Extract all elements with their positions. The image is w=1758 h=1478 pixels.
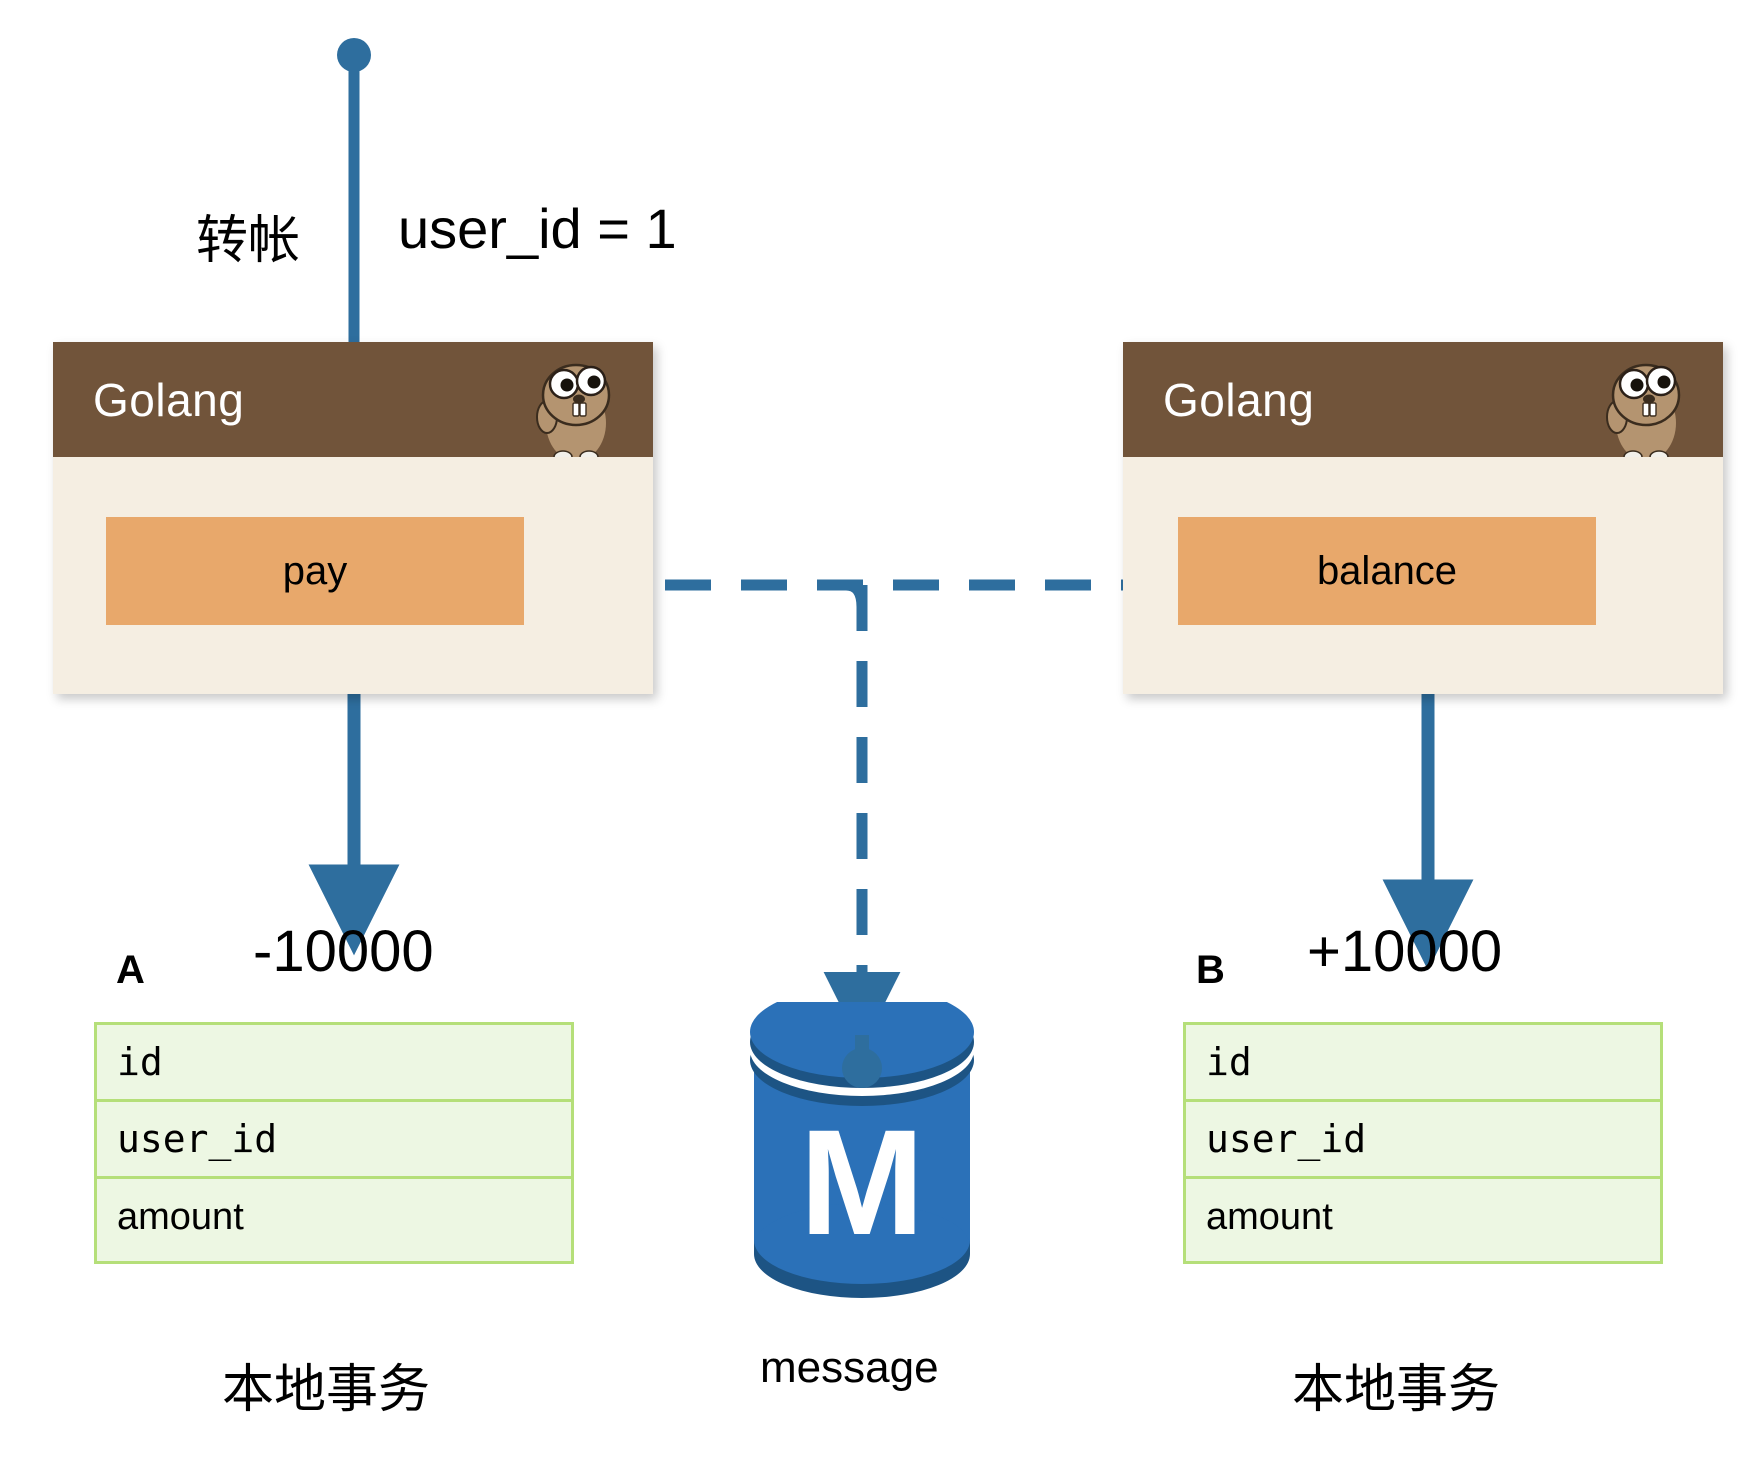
transfer-label: 转帐: [196, 212, 301, 270]
table-row: amount: [117, 1196, 244, 1238]
table-a: id user_id amount: [94, 1022, 574, 1264]
table-row: id: [1186, 1025, 1660, 1102]
queue-caption: message: [760, 1343, 939, 1392]
service-title-left: Golang: [93, 373, 245, 426]
go-gopher-icon: [536, 363, 611, 457]
service-header-left: Golang: [53, 342, 653, 457]
node-a-label: A: [116, 948, 145, 992]
function-label-balance: balance: [1316, 548, 1458, 593]
service-card-right[interactable]: Golang balance: [1123, 342, 1723, 694]
function-label-pay: pay: [282, 548, 348, 593]
node-b-label: B: [1196, 948, 1225, 992]
label-divider: [349, 205, 359, 275]
local-transaction-right-label: 本地事务: [1292, 1361, 1501, 1419]
table-row: user_id: [1186, 1102, 1660, 1179]
service-body-right: balance: [1123, 457, 1723, 694]
credit-amount-label: +10000: [1307, 919, 1503, 984]
function-box-balance[interactable]: balance: [1178, 517, 1596, 625]
table-b: id user_id amount: [1183, 1022, 1663, 1264]
service-card-left[interactable]: Golang pay: [53, 342, 653, 694]
debit-amount-label: -10000: [253, 919, 434, 984]
user-id-label: user_id = 1: [398, 197, 677, 260]
message-publish-arrow: [569, 546, 1222, 624]
table-row: user_id: [97, 1102, 571, 1179]
message-queue-arrow: [823, 579, 901, 1049]
table-row: id: [97, 1025, 571, 1102]
service-header-right: Golang: [1123, 342, 1723, 457]
service-body-left: pay: [53, 457, 653, 694]
local-transaction-left-label: 本地事务: [222, 1361, 431, 1419]
function-box-pay[interactable]: pay: [106, 517, 524, 625]
table-row: amount: [1206, 1196, 1333, 1238]
message-queue-icon[interactable]: M: [748, 1002, 976, 1300]
service-title-right: Golang: [1163, 373, 1315, 426]
go-gopher-icon: [1606, 363, 1681, 457]
queue-letter: M: [800, 1098, 925, 1266]
